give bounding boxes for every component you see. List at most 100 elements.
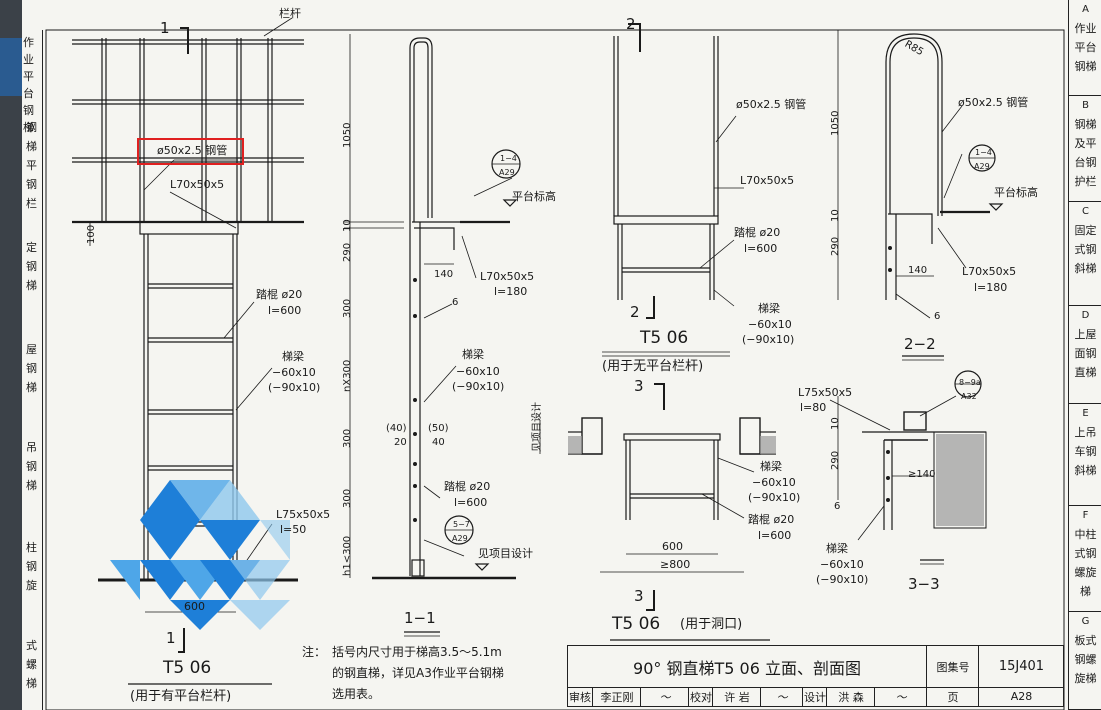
sidebar-cell-f[interactable]: F 中柱 式钢 螺旋 梯 [1069,506,1101,612]
middle-elevation [602,23,744,357]
section-2-2 [837,30,1004,361]
note-line-3: 选用表。 [332,687,381,701]
sidebar-cell-a[interactable]: A 作业 平台 钢梯 [1069,0,1101,96]
detail-ref-bot-a: A29 [499,168,515,177]
margin-text-c: 定钢梯 [26,241,37,292]
railing-label: 栏杆 [279,7,301,20]
viewer-left-strip [0,0,22,710]
detail-ref-bot-2-2: A29 [974,162,990,171]
dim-140-a: 140 [434,269,454,280]
caption-note-mid: (用于无平台栏杆) [602,359,704,374]
platform-label-2-2: 平台标高 [994,186,1038,199]
stringer-size-a: −60x10 [456,365,500,378]
dim-300-b: 300 [342,428,353,448]
sidebar-text: 钢梯 及平 台钢 护栏 [1074,118,1097,188]
rung-label-left: 踏棍 ø20 [256,288,303,301]
angle-label-2-2: L70x50x5 [962,265,1017,278]
caption-2-2: 2−2 [904,335,936,353]
pipe-label-left[interactable]: ø50x2.5 钢管 [157,144,228,157]
caption-note-3: (用于洞口) [680,617,743,632]
weld-6-a: 6 [452,297,459,308]
title-block: 90° 钢直梯T5 06 立面、剖面图 图集号 15J401 审核 李正刚 ～ … [567,645,1064,707]
dim-300-c: 300 [342,488,353,508]
dim-10-3-3: 10 [830,417,841,430]
stringer-size-alt-3-3: (−90x10) [816,573,869,586]
check-label: 校对 [688,687,713,706]
stringer-label-mid: 梯梁 [758,302,780,315]
stringer-size-3: −60x10 [752,476,796,489]
page-number: A28 [978,687,1064,706]
sidebar-letter: A [1082,4,1089,15]
sidebar-letter: F [1082,510,1089,521]
stringer-size-alt-3: (−90x10) [748,491,801,504]
margin-text-g: 式螺梯 [26,639,37,690]
dim-290-a: 290 [342,242,353,262]
section-mark-1-bottom: 1 [166,629,176,647]
angle-len-3-3: l=80 [800,401,827,414]
ladder-drawing [45,17,1065,710]
angle-label-a: L70x50x5 [480,270,535,283]
dim-40: 40 [432,437,445,448]
dim-10-2-2: 10 [830,209,841,222]
note-line-1: 括号内尺寸用于梯高3.5～5.1m [332,645,502,659]
reviewer-name: 李正刚 [592,687,641,706]
section-1-1-dots [413,278,417,522]
side-label-3: 见项目设计 [532,402,543,452]
angle-label-3-3: L75x50x5 [798,386,853,399]
dim-1050-a: 1050 [342,122,353,148]
detail-ref2-top-a: 5−7 [453,520,470,529]
dim-h1: h1<300 [342,535,353,576]
rung-label-a: 踏棍 ø20 [444,480,491,493]
rung-length-left: l=600 [268,304,302,317]
dim-n300: nX300 [342,359,353,392]
dim-1050-2-2: 1050 [830,110,841,136]
stringer-size-alt-mid: (−90x10) [742,333,795,346]
bottom-angle-len-left: l=50 [280,523,307,536]
section-3-3 [829,370,987,565]
sidebar-letter: B [1082,100,1089,111]
sidebar-text: 中柱 式钢 螺旋 梯 [1074,528,1097,598]
sheet-frame [45,29,1065,710]
opening-plan [539,383,776,611]
angle-label-mid: L70x50x5 [740,174,795,187]
rung-label-mid: 踏棍 ø20 [734,226,781,239]
left-elevation [72,17,304,653]
stringer-label-left: 梯梁 [282,350,304,363]
dim-300-a: 300 [342,298,353,318]
dim-40-paren: (40) [386,423,407,434]
rung-length-a: l=600 [454,496,488,509]
stringer-label-3-3: 梯梁 [826,542,848,555]
caption-title-mid: T5 06 [640,328,689,348]
watermark-triangles [110,480,290,630]
caption-title-3: T5 06 [612,614,661,634]
drawing-title: 90° 钢直梯T5 06 立面、剖面图 [633,658,861,678]
weld-6-3-3: 6 [834,501,841,512]
stringer-size-mid: −60x10 [748,318,792,331]
dim-140-2-2: 140 [908,265,928,276]
dim-100: 100 [86,224,97,244]
section-mark-3-top: 3 [634,377,644,395]
section-mark-3-bottom: 3 [634,587,644,605]
sidebar-letter: C [1082,206,1089,217]
rung-length-mid: l=600 [744,242,778,255]
design-label: 设计 [802,687,827,706]
sidebar-text: 上吊 车钢 斜梯 [1074,426,1097,477]
sidebar-text: 作业 平台 钢梯 [1074,22,1097,73]
sidebar-text: 上屋 面钢 直梯 [1074,328,1097,379]
viewer-tab[interactable] [0,38,22,96]
stringer-label-a: 梯梁 [462,348,484,361]
stringer-size-3-3: −60x10 [820,558,864,571]
pipe-label-mid: ø50x2.5 钢管 [736,98,807,111]
margin-text-e: 吊钢梯 [26,441,37,492]
sidebar-cell-b[interactable]: B 钢梯 及平 台钢 护栏 [1069,96,1101,202]
dim-50-paren: (50) [428,423,449,434]
page-label: 页 [926,687,979,706]
dim-290-2-2: 290 [830,236,841,256]
rung-label-3: 踏棍 ø20 [748,513,795,526]
